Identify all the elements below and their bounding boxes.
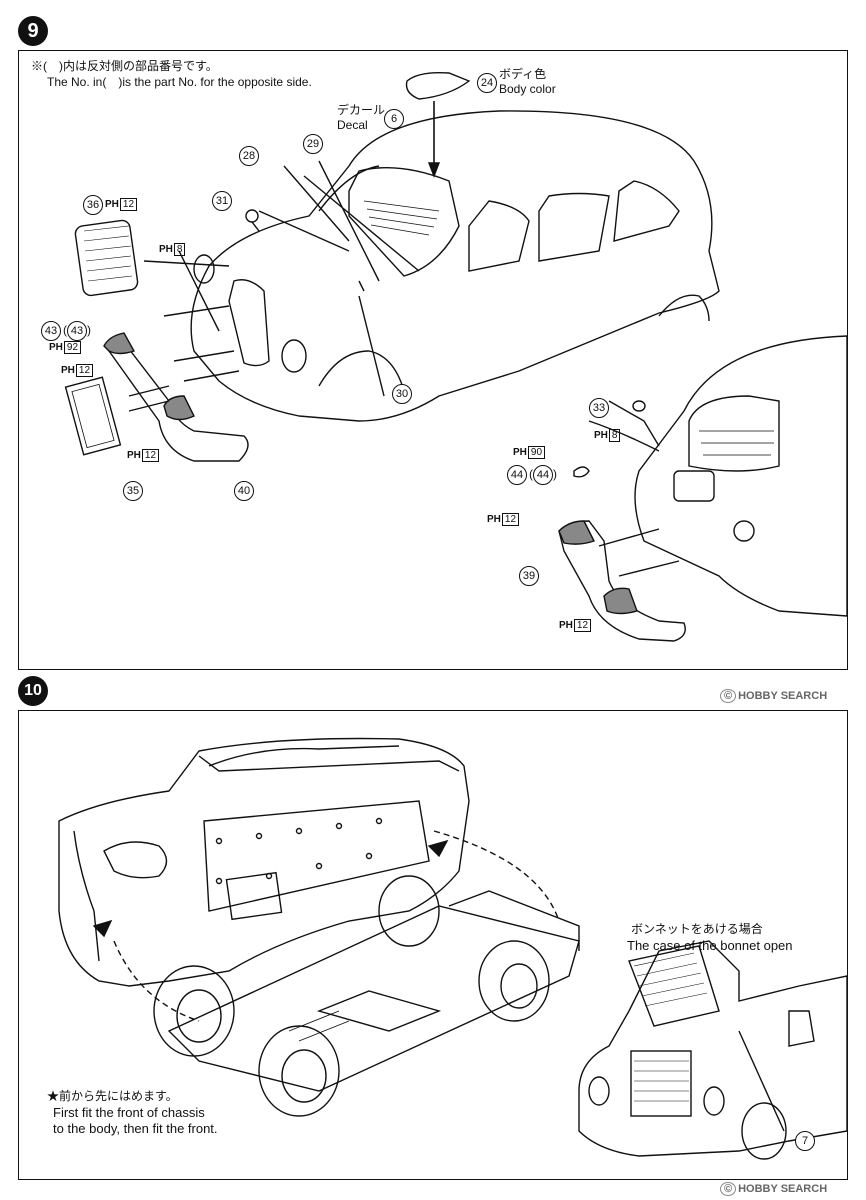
- note-jp: ※( )内は反対側の部品番号です。: [31, 59, 218, 73]
- part-6: 6: [384, 109, 404, 129]
- fit-note-en-1: First fit the front of chassis: [53, 1105, 205, 1120]
- part-43-opposite: (43): [63, 321, 91, 341]
- step-10-badge: 10: [18, 676, 48, 706]
- decal-jp: デカール: [337, 103, 386, 117]
- part-29: 29: [303, 134, 323, 154]
- step-10-illustration: [58, 737, 847, 1160]
- part-24: 24: [477, 73, 497, 93]
- decal-en: Decal: [337, 118, 368, 132]
- step-9-panel: ※( )内は反対側の部品番号です。 The No. in( )is the pa…: [18, 50, 848, 670]
- step-9-badge: 9: [18, 16, 48, 46]
- hobbysearch-logo-icon: ©: [720, 1182, 737, 1196]
- watermark-bottom: ©HOBBY SEARCH: [720, 1182, 827, 1196]
- part-44-opposite: (44): [529, 465, 557, 485]
- part-39: 39: [519, 566, 539, 586]
- part-35: 35: [123, 481, 143, 501]
- step-10-panel: ボンネットをあける場合 The case of the bonnet open …: [18, 710, 848, 1180]
- fit-note-jp: ★前から先にはめます。: [47, 1089, 178, 1103]
- step-9-illustration: [64, 71, 847, 642]
- body-color-en: Body color: [499, 82, 556, 96]
- part-31: 31: [212, 191, 232, 211]
- part-7: 7: [795, 1131, 815, 1151]
- part-40: 40: [234, 481, 254, 501]
- body-color-jp: ボディ色: [499, 67, 547, 81]
- part-44: 44: [507, 465, 527, 485]
- note-en: The No. in( )is the part No. for the opp…: [47, 75, 312, 89]
- fit-note-en-2: to the body, then fit the front.: [53, 1121, 218, 1136]
- hobbysearch-logo-icon: ©: [720, 689, 737, 703]
- bonnet-open-jp: ボンネットをあける場合: [631, 922, 763, 936]
- bonnet-open-en: The case of the bonnet open: [627, 938, 793, 953]
- part-33: 33: [589, 398, 609, 418]
- part-30: 30: [392, 384, 412, 404]
- part-28: 28: [239, 146, 259, 166]
- part-36: 36: [83, 195, 103, 215]
- watermark-top: ©HOBBY SEARCH: [720, 689, 827, 703]
- part-43: 43: [41, 321, 61, 341]
